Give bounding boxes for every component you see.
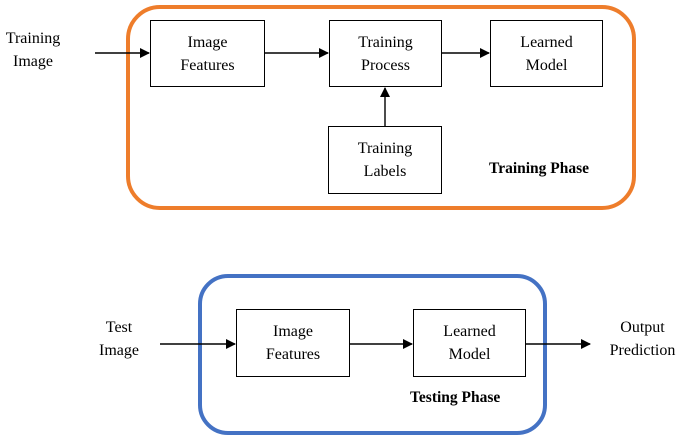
training-image-line-2: Image: [13, 53, 53, 70]
training-learned-model-box: Learned Model: [490, 20, 603, 87]
training-process-line-2: Process: [361, 56, 410, 74]
testing-image-features-box: Image Features: [236, 309, 350, 377]
testing-phase-frame: [198, 274, 547, 435]
training-image-features-box: Image Features: [150, 20, 265, 87]
training-model-line-1: Learned: [520, 33, 573, 51]
training-features-line-2: Features: [180, 56, 235, 74]
output-prediction-line-1: Output: [620, 319, 665, 336]
output-prediction-label: Output Prediction: [600, 315, 685, 363]
training-labels-box: Training Labels: [328, 126, 442, 194]
training-labels-line-2: Labels: [363, 163, 407, 180]
training-phase-frame: [126, 5, 636, 210]
testing-features-line-2: Features: [265, 346, 321, 363]
output-prediction-line-2: Prediction: [609, 342, 676, 359]
testing-learned-model-box: Learned Model: [413, 309, 526, 377]
training-image-line-1: Training: [5, 30, 61, 47]
training-image-label: Training Image: [0, 26, 66, 74]
test-image-line-2: Image: [99, 342, 139, 359]
test-image-line-1: Test: [105, 319, 133, 336]
test-image-label: Test Image: [88, 315, 150, 363]
training-process-line-1: Training: [358, 33, 413, 51]
training-process-box: Training Process: [329, 20, 442, 87]
training-phase-label: Training Phase: [489, 160, 590, 177]
testing-model-line-1: Learned: [443, 323, 496, 340]
training-model-line-2: Model: [525, 56, 568, 74]
testing-features-line-1: Image: [273, 323, 313, 340]
testing-phase-label: Testing Phase: [410, 389, 501, 406]
training-labels-line-1: Training: [357, 140, 413, 157]
training-features-line-1: Image: [187, 33, 228, 51]
testing-model-line-2: Model: [448, 346, 491, 363]
